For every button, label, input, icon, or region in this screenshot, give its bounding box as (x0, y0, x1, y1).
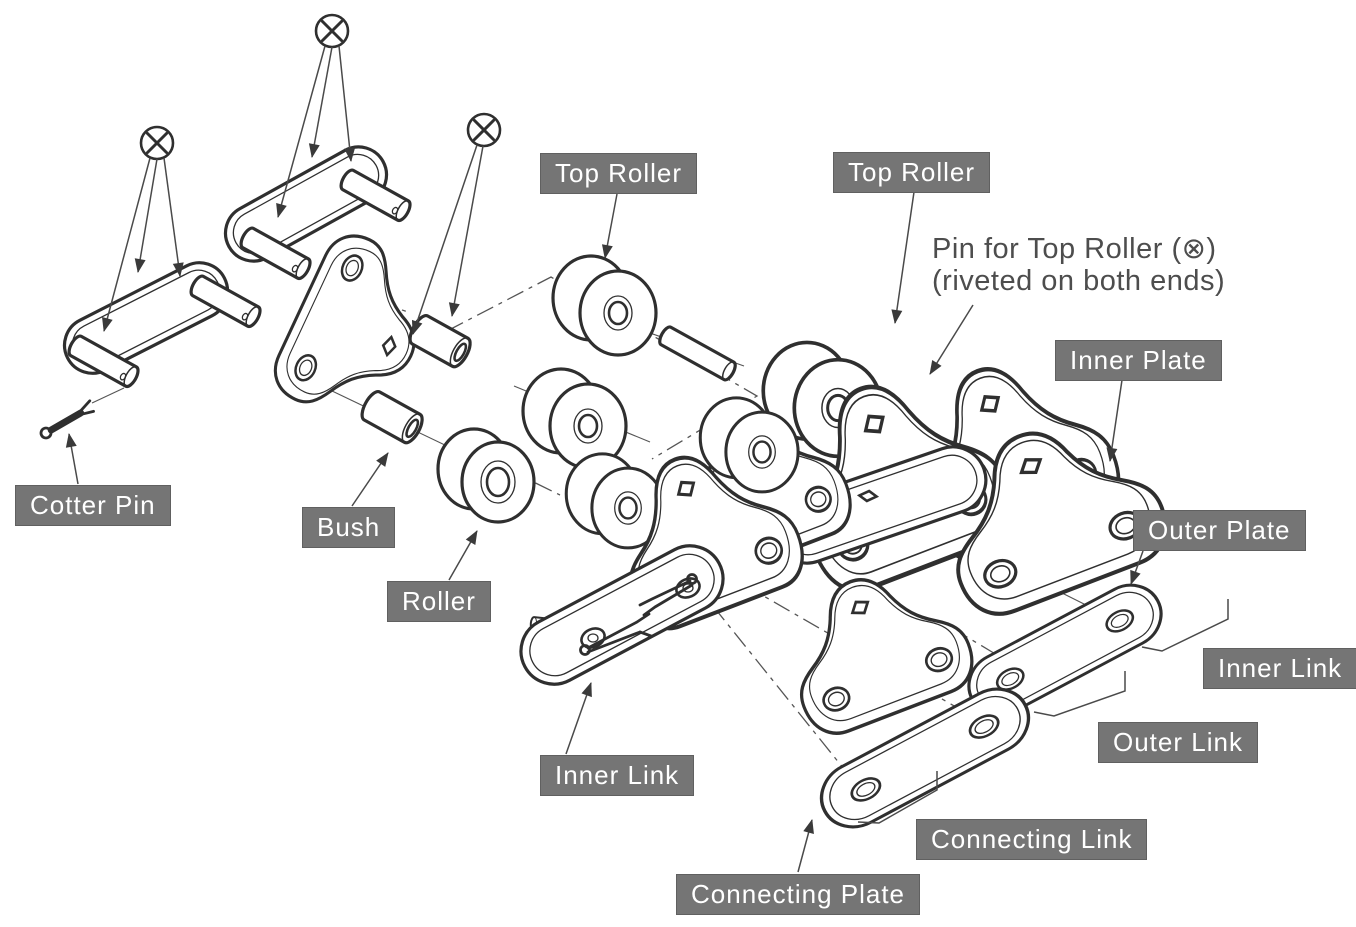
assembly-cotter-pin-1 (579, 612, 653, 656)
label-inner-link-right: Inner Link (1203, 648, 1356, 690)
bush-part-2 (356, 387, 428, 448)
leader-roller (448, 530, 478, 581)
leader-cotter-pin (65, 433, 79, 485)
riveted-pin-marker-2 (276, 13, 356, 218)
riveted-pin-marker-3 (411, 112, 502, 335)
inner-link-assembly (507, 379, 863, 698)
label-connecting-link: Connecting Link (916, 819, 1148, 861)
leader-connecting-plate (797, 819, 814, 873)
top-roller-part-2 (521, 367, 628, 470)
label-inner-link-left: Inner Link (540, 755, 695, 797)
bracket-inner-link (1141, 599, 1229, 652)
leader-bush (351, 452, 389, 507)
pin-for-top-roller-note: Pin for Top Roller (⊗) (riveted on both … (932, 233, 1225, 298)
label-roller: Roller (387, 581, 491, 623)
label-outer-plate: Outer Plate (1133, 510, 1306, 552)
leader-outer-plate (1130, 550, 1144, 585)
leader-top-roller-1 (601, 193, 618, 259)
riveted-pin-marker-1 (102, 125, 184, 332)
leader-top-roller-2 (891, 191, 915, 324)
label-connecting-plate: Connecting Plate (676, 874, 921, 916)
label-inner-plate: Inner Plate (1055, 340, 1222, 382)
pin-note-line-2: (riveted on both ends) (932, 265, 1226, 298)
label-cotter-pin: Cotter Pin (15, 485, 171, 527)
leader-inner-link-left (565, 682, 592, 755)
bush-part-1 (404, 311, 476, 372)
bracket-outer-link (1033, 671, 1126, 717)
label-outer-link: Outer Link (1098, 722, 1258, 764)
leader-arrows (65, 191, 1144, 873)
assembly-cotter-pin-2 (638, 573, 698, 617)
label-top-roller-1: Top Roller (540, 153, 698, 195)
connecting-link-part-1 (53, 251, 265, 391)
label-bush: Bush (302, 507, 396, 549)
range-brackets (857, 599, 1229, 824)
cotter-pin-part (39, 399, 95, 440)
leader-pin-note (929, 304, 974, 375)
leader-inner-plate (1106, 379, 1123, 462)
roller-part (436, 427, 536, 524)
label-top-roller-2: Top Roller (833, 152, 991, 194)
top-roller-pin-part (655, 323, 740, 384)
pin-note-line-1: Pin for Top Roller (⊗) (932, 233, 1217, 265)
bracket-connecting-link (857, 771, 938, 824)
top-roller-part-1 (551, 254, 658, 357)
